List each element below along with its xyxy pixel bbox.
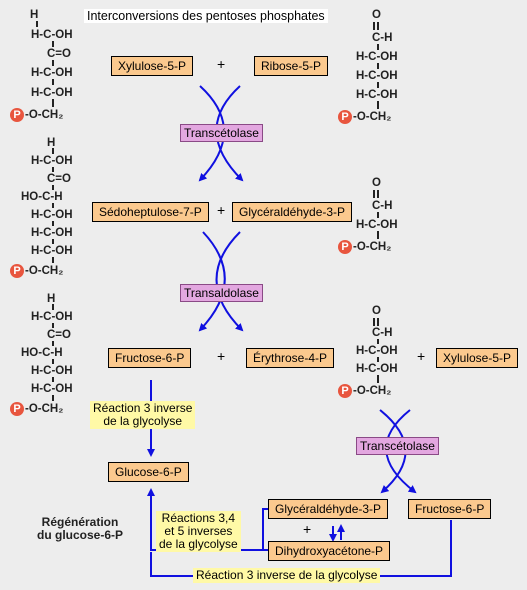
plus-sign: + bbox=[417, 348, 426, 364]
enzyme-transketolase-top: Transcétolase bbox=[180, 124, 263, 142]
arrow-sedoheptulose-to-fructose bbox=[198, 231, 226, 332]
label-ribose-5-p: Ribose-5-P bbox=[254, 56, 329, 76]
label-xylulose-5-p-b: Xylulose-5-P bbox=[436, 348, 519, 368]
label-dihydroxyacetone-p: Dihydroxyacétone-P bbox=[268, 541, 391, 561]
phosphate-icon: P bbox=[338, 110, 352, 124]
phosphate-icon: P bbox=[338, 384, 352, 398]
note-reactions-3-4-5: Réactions 3,4 et 5 inverses de la glycol… bbox=[156, 511, 241, 552]
phosphate-icon: P bbox=[338, 240, 352, 254]
note-reaction-3-inverse-bottom: Réaction 3 inverse de la glycolyse bbox=[193, 568, 381, 583]
plus-sign: + bbox=[217, 202, 226, 218]
diagram-title: Interconversions des pentoses phosphates bbox=[84, 9, 328, 23]
plus-sign: + bbox=[217, 348, 226, 364]
plus-sign: + bbox=[303, 521, 312, 537]
plus-sign: + bbox=[217, 56, 226, 72]
note-reaction-3-inverse: Réaction 3 inverse de la glycolyse bbox=[90, 401, 196, 429]
arrow-glyceraldehyde-to-erythrose bbox=[215, 231, 244, 332]
label-glucose-6-p: Glucose-6-P bbox=[108, 462, 189, 482]
label-fructose-6-p: Fructose-6-P bbox=[108, 348, 192, 368]
label-glyceraldehyde-3-p: Glycéraldéhyde-3-P bbox=[232, 202, 353, 222]
label-erythrose-4-p: Érythrose-4-P bbox=[246, 348, 335, 368]
enzyme-transaldolase: Transaldolase bbox=[180, 284, 263, 302]
phosphate-icon: P bbox=[10, 108, 24, 122]
label-fructose-6-p-b: Fructose-6-P bbox=[408, 499, 492, 519]
label-xylulose-5-p: Xylulose-5-P bbox=[111, 56, 194, 76]
enzyme-transketolase-bottom: Transcétolase bbox=[356, 437, 439, 455]
phosphate-icon: P bbox=[10, 264, 24, 278]
label-sedoheptulose-7-p: Sédoheptulose-7-P bbox=[92, 202, 209, 222]
regeneration-label: Régénération du glucose-6-P bbox=[37, 515, 124, 542]
phosphate-icon: P bbox=[10, 402, 24, 416]
label-glyceraldehyde-3-p-b: Glycéraldéhyde-3-P bbox=[268, 499, 389, 519]
